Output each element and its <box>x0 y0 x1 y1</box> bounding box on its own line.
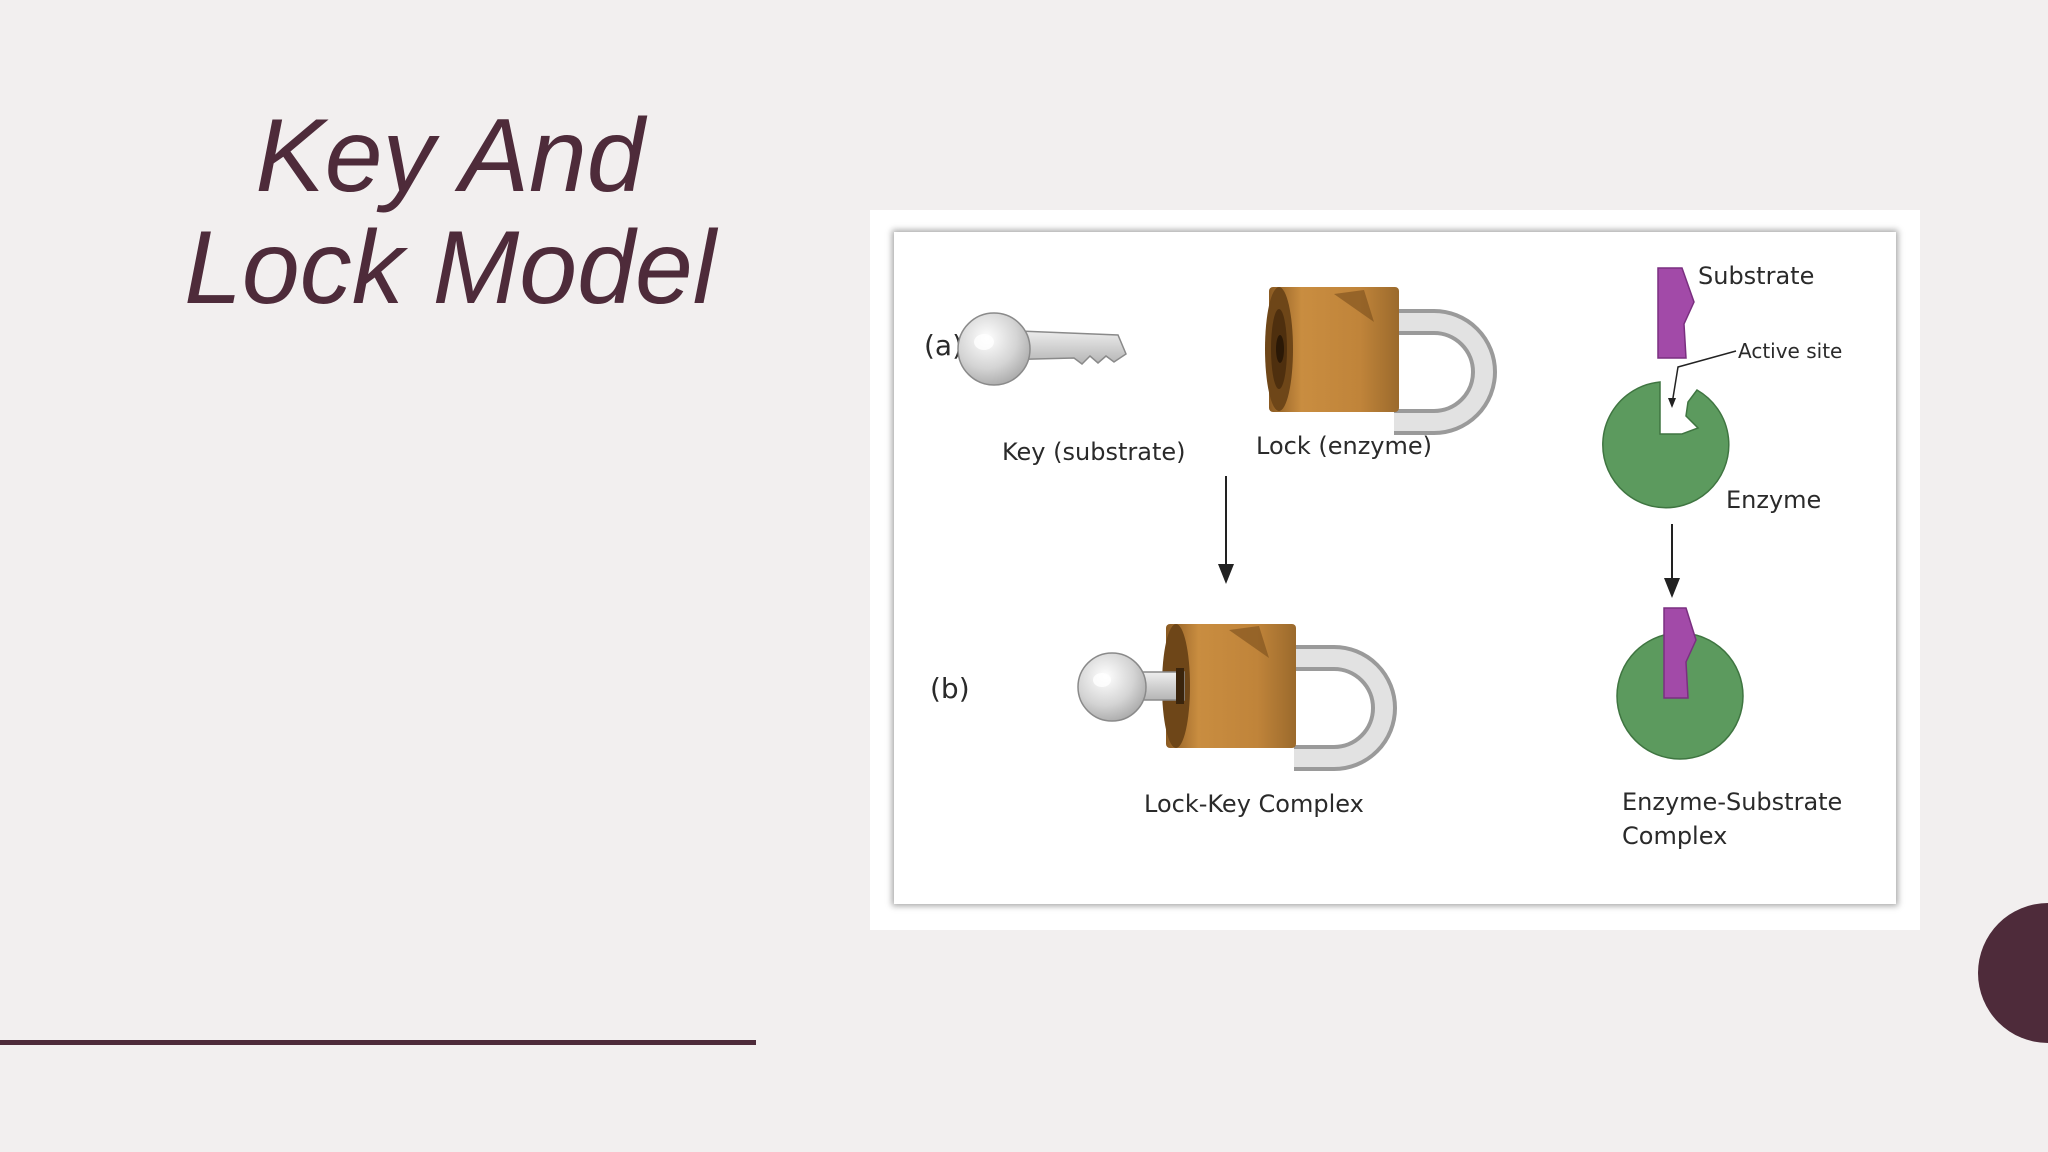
substrate-label: Substrate <box>1698 262 1814 290</box>
accent-circle <box>1978 903 2048 1043</box>
slide-title: Key And Lock Model <box>100 100 800 324</box>
padlock-icon <box>1265 287 1497 435</box>
key-label: Key (substrate) <box>1002 438 1185 466</box>
key-icon <box>957 312 1127 386</box>
title-underline <box>0 1040 756 1045</box>
substrate-icon <box>1657 267 1695 359</box>
lock-key-complex-icon <box>1077 624 1397 771</box>
title-line-2: Lock Model <box>184 210 716 326</box>
es-complex-label-line-1: Enzyme-Substrate <box>1622 788 1842 816</box>
active-site-label: Active site <box>1738 339 1842 363</box>
active-site-pointer <box>1671 350 1737 405</box>
es-complex-label-line-2: Complex <box>1622 822 1727 850</box>
enzyme-icon <box>1602 381 1730 509</box>
lock-and-key-diagram: (a) (b) Key (substrate) Lock (enzyme) Lo… <box>924 262 1842 850</box>
active-site-arrowhead <box>1668 398 1676 408</box>
lock-label: Lock (enzyme) <box>1256 432 1432 460</box>
part-b-label: (b) <box>930 672 970 705</box>
lock-key-complex-label: Lock-Key Complex <box>1144 790 1364 818</box>
enzyme-label: Enzyme <box>1726 486 1821 514</box>
part-a-label: (a) <box>924 329 963 362</box>
title-line-1: Key And <box>255 98 645 214</box>
enzyme-substrate-complex-icon <box>1616 607 1744 760</box>
